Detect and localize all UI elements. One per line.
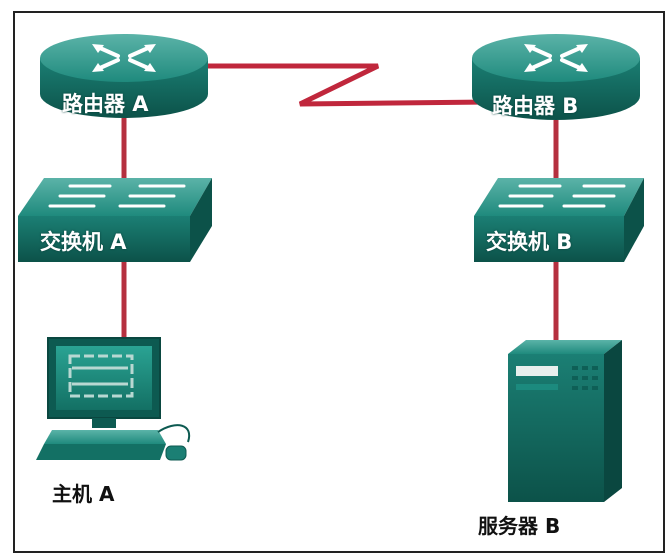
server-b-icon[interactable] (508, 340, 622, 502)
switch-b-label: 交换机 B (486, 230, 573, 254)
router-b-icon[interactable] (472, 34, 640, 120)
host-a-pc-icon[interactable] (36, 337, 191, 461)
switch-a-label: 交换机 A (40, 230, 127, 254)
switch-b-icon[interactable] (474, 178, 644, 262)
router-b-label: 路由器 B (492, 94, 579, 118)
router-a-label: 路由器 A (62, 92, 149, 116)
switch-a-icon[interactable] (18, 178, 212, 262)
host-a-label: 主机 A (52, 482, 115, 506)
serial-link-router-a-router-b (205, 63, 491, 107)
server-b-label: 服务器 B (478, 514, 561, 538)
router-a-icon[interactable] (40, 34, 208, 118)
